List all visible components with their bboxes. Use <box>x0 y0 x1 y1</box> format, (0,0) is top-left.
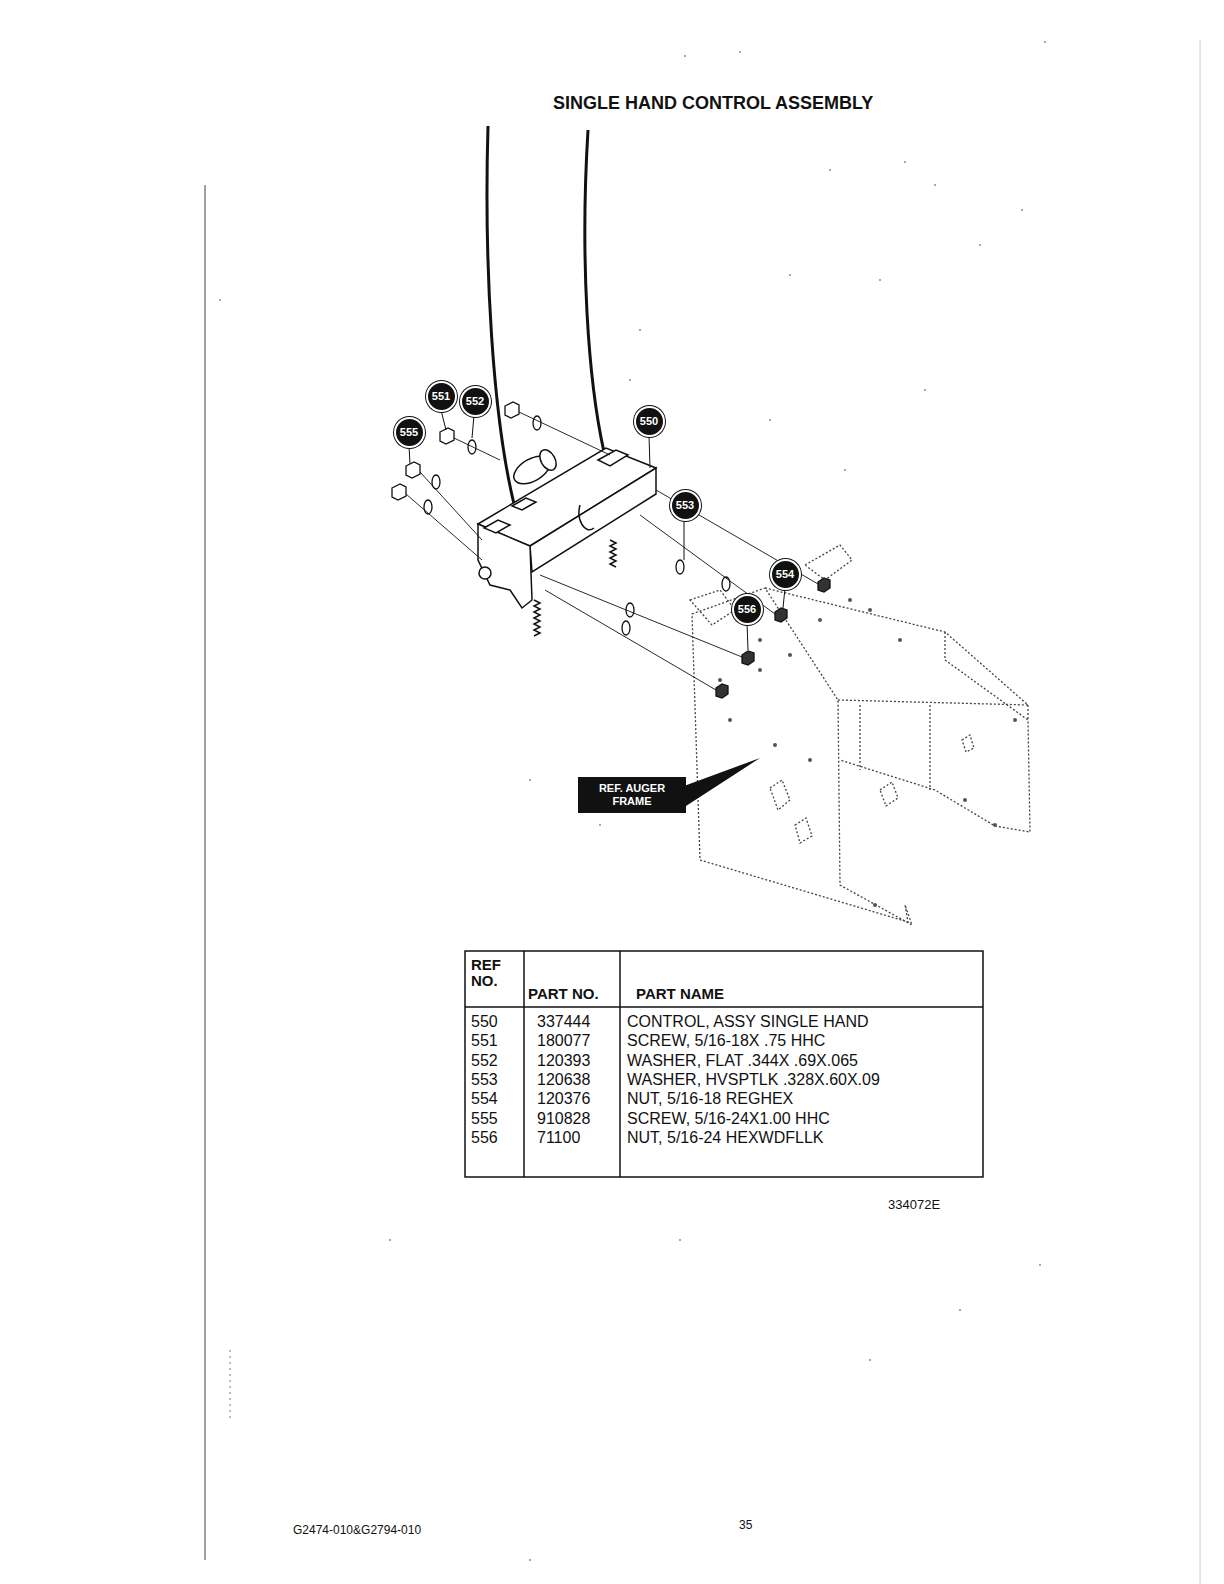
scan-specks <box>219 41 1046 1561</box>
table-header: PART NO. <box>528 985 599 1002</box>
drawing-number: 334072E <box>888 1198 940 1213</box>
callout-label: 553 <box>676 499 694 511</box>
table-header: PART NAME <box>636 985 724 1002</box>
callout-number: 555 <box>394 417 425 448</box>
parts-table <box>465 951 983 1177</box>
table-cell: SCREW, 5/16-24X1.00 HHC <box>627 1110 830 1128</box>
table-cell: WASHER, HVSPTLK .328X.60X.09 <box>627 1071 880 1089</box>
nuts <box>716 578 830 698</box>
callout-label: 550 <box>640 415 658 427</box>
page-number: 35 <box>739 1519 752 1533</box>
callout-number: 553 <box>670 490 701 521</box>
table-cell: WASHER, FLAT .344X .69X.065 <box>627 1052 858 1070</box>
callout-label: 552 <box>466 395 484 407</box>
callout-number: 550 <box>634 406 665 437</box>
callout-number: 556 <box>732 594 763 625</box>
table-cell: 554 <box>471 1090 498 1108</box>
control-cables <box>487 126 604 512</box>
table-cell: 550 <box>471 1013 498 1031</box>
table-cell: 551 <box>471 1032 498 1050</box>
callout-label: 556 <box>738 603 756 615</box>
table-cell: 120393 <box>537 1052 590 1070</box>
table-cell: 120638 <box>537 1071 590 1089</box>
model-number: G2474-010&G2794-010 <box>293 1524 421 1538</box>
callout-number: 554 <box>770 559 801 590</box>
auger-frame <box>690 545 1030 925</box>
callout-number: 551 <box>426 381 457 412</box>
table-cell: 555 <box>471 1110 498 1128</box>
page-title: SINGLE HAND CONTROL ASSEMBLY <box>553 93 873 114</box>
table-cell: 553 <box>471 1071 498 1089</box>
reference-label: REF. AUGER FRAME <box>586 782 678 808</box>
table-cell: NUT, 5/16-18 REGHEX <box>627 1090 793 1108</box>
leader-lines <box>409 410 785 650</box>
table-cell: 120376 <box>537 1090 590 1108</box>
frame-holes <box>718 598 1017 907</box>
callout-label: 554 <box>776 568 794 580</box>
callout-label: 555 <box>400 426 418 438</box>
table-cell: 337444 <box>537 1013 590 1031</box>
table-cell: 556 <box>471 1129 498 1147</box>
springs <box>534 540 616 636</box>
control-bracket <box>478 447 656 608</box>
washers <box>424 416 730 635</box>
callout-number: 552 <box>460 386 491 417</box>
table-cell: NUT, 5/16-24 HEXWDFLLK <box>627 1129 824 1147</box>
table-cell: 910828 <box>537 1110 590 1128</box>
table-cell: 71100 <box>537 1129 580 1147</box>
ref-pointer <box>684 758 760 806</box>
callout-label: 551 <box>432 390 450 402</box>
margin-mark <box>230 1350 231 1420</box>
scan-edge <box>1200 40 1201 1584</box>
reference-tag: REF. AUGER FRAME <box>578 777 686 813</box>
table-cell: SCREW, 5/16-18X .75 HHC <box>627 1032 825 1050</box>
table-cell: 180077 <box>537 1032 590 1050</box>
screws <box>392 402 519 500</box>
assembly-lines <box>406 412 818 690</box>
table-header: REF NO. <box>471 957 517 989</box>
table-cell: CONTROL, ASSY SINGLE HAND <box>627 1013 869 1031</box>
table-cell: 552 <box>471 1052 498 1070</box>
margin-line <box>205 185 206 1560</box>
